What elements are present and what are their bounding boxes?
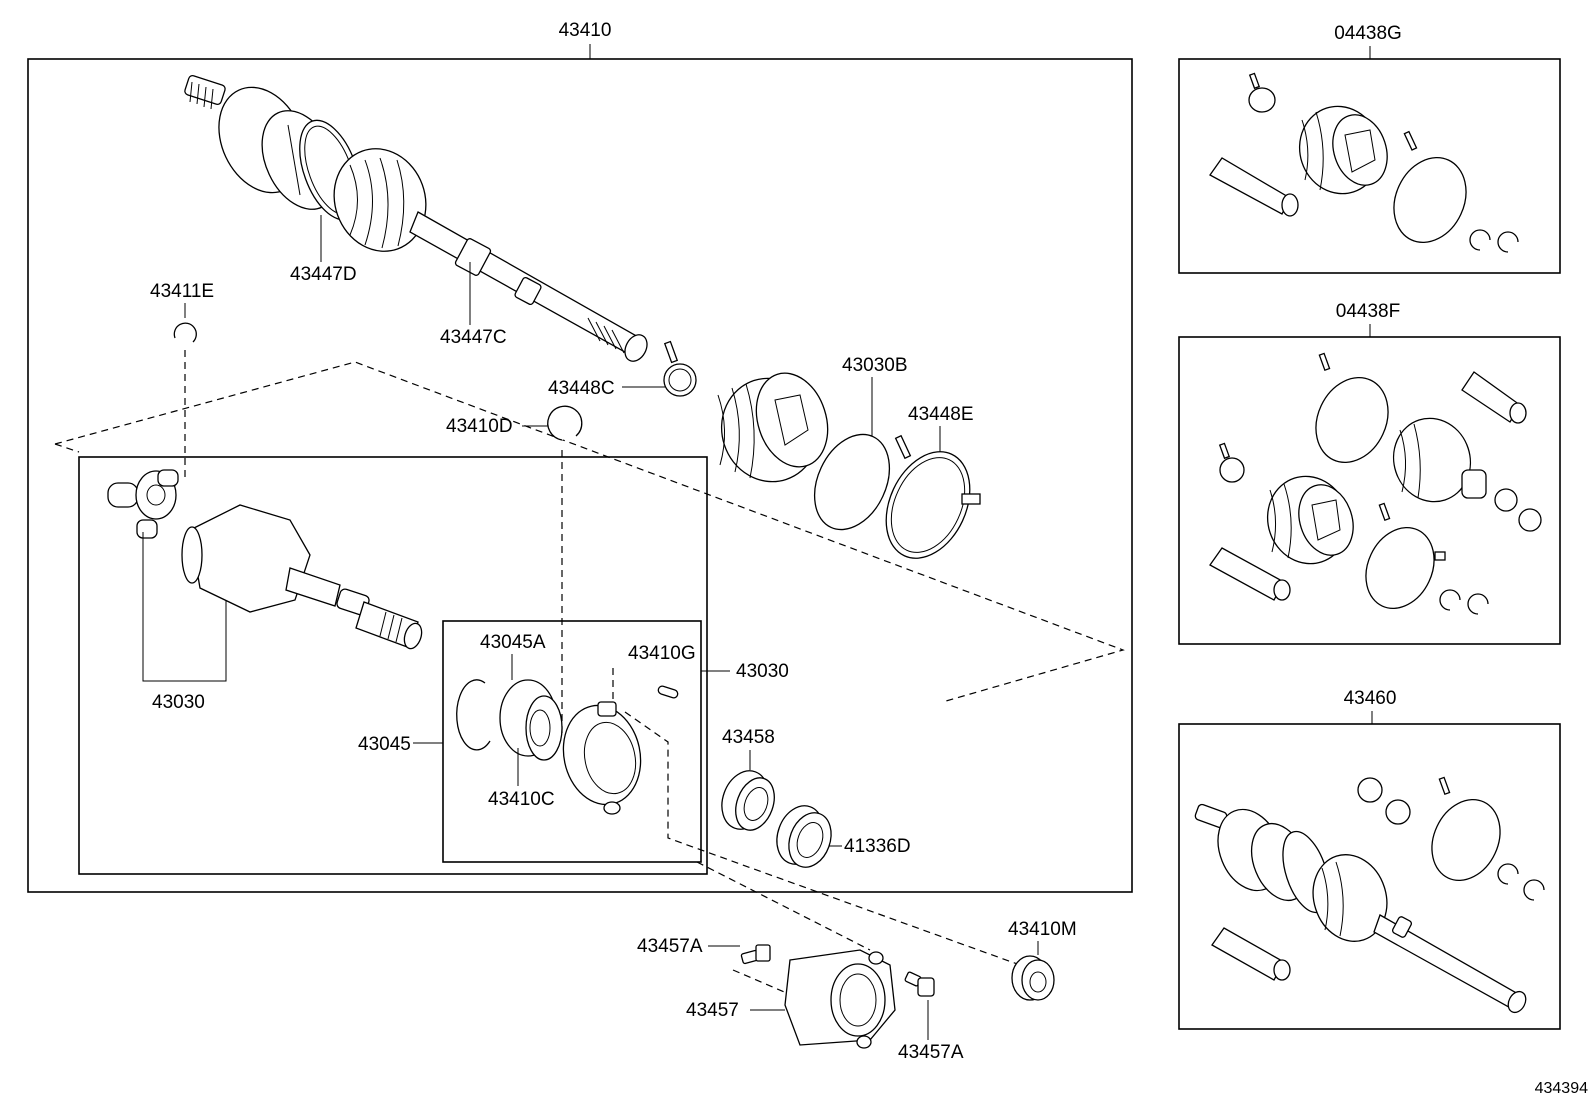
main-assembly-43410: 43410 xyxy=(27,20,1133,966)
snap-ring-43411E xyxy=(173,322,197,343)
label-43447D: 43447D xyxy=(290,264,357,285)
label-43457A-bottom: 43457A xyxy=(898,1042,964,1063)
label-41336D: 41336D xyxy=(844,836,911,857)
boot-outer xyxy=(1392,417,1487,503)
snap-ring-f xyxy=(1523,879,1545,901)
inner-joint-tripod xyxy=(107,469,179,539)
inner-boot xyxy=(717,372,829,483)
label-43030-right: 43030 xyxy=(736,661,789,682)
snap-ring-b xyxy=(1497,231,1519,253)
label-04438F: 04438F xyxy=(1336,301,1400,322)
bearing-bracket-43457 xyxy=(784,949,896,1049)
clamp-small xyxy=(1248,72,1276,113)
label-43448E: 43448E xyxy=(908,404,974,425)
bracket-parts: 43457A 43457 43457A 43410M xyxy=(637,861,1077,1063)
snap-ring-43410D xyxy=(547,405,583,441)
grease-tube-upper xyxy=(1461,371,1527,424)
label-43458: 43458 xyxy=(722,727,775,748)
label-43457A-top: 43457A xyxy=(637,936,703,957)
kit-04438G: 04438G xyxy=(1178,23,1561,274)
pin-43410G xyxy=(657,685,679,699)
bearing-bracket-43045 xyxy=(562,701,642,815)
boot-band xyxy=(1393,130,1467,244)
label-43457: 43457 xyxy=(686,1000,739,1021)
inner-joint-frame xyxy=(78,456,708,875)
bearing-43045 xyxy=(499,679,563,761)
grease-tube xyxy=(1209,157,1299,217)
inner-joint-housing xyxy=(181,504,423,650)
figure-number: 434394 xyxy=(1535,1080,1588,1097)
snap-ring-d xyxy=(1467,593,1489,615)
label-43030-left: 43030 xyxy=(152,692,205,713)
snap-ring-a xyxy=(1469,229,1491,251)
label-43410M: 43410M xyxy=(1008,919,1077,940)
snap-ring-e xyxy=(1497,863,1519,885)
label-43410C: 43410C xyxy=(488,789,555,810)
label-43447C: 43447C xyxy=(440,327,507,348)
bolt-43457A-bottom xyxy=(904,971,935,997)
drive-shaft-outer-joint xyxy=(184,75,648,362)
kit-43460-frame xyxy=(1178,723,1561,1030)
clamps-43460 xyxy=(1357,777,1411,825)
label-43030B: 43030B xyxy=(842,355,908,376)
bolt-43457A-top xyxy=(740,944,771,965)
band-43460 xyxy=(1431,776,1501,882)
seal-41336D xyxy=(776,805,832,868)
band-lower xyxy=(1365,502,1446,610)
clamp-left xyxy=(1218,442,1245,483)
label-43448C: 43448C xyxy=(548,378,615,399)
label-43411E: 43411E xyxy=(150,281,214,302)
clamp-right xyxy=(1494,488,1542,532)
bearing-43410M xyxy=(1011,955,1055,1001)
grease-tube-lower xyxy=(1209,547,1291,601)
boot-inner xyxy=(1266,475,1354,565)
grease-tube-43460 xyxy=(1211,927,1291,981)
label-43460: 43460 xyxy=(1344,688,1397,709)
seal-43458 xyxy=(721,770,775,831)
o-ring-43030B xyxy=(813,433,891,531)
clamp-43448C xyxy=(663,340,697,397)
exploded-guide-outline xyxy=(54,361,1125,702)
snap-ring-43045A xyxy=(456,679,491,751)
snap-ring-c xyxy=(1439,589,1461,611)
kit-43460: 43460 xyxy=(1178,688,1561,1030)
label-43410: 43410 xyxy=(559,20,612,41)
label-04438G: 04438G xyxy=(1334,23,1402,44)
label-43410D: 43410D xyxy=(446,416,513,437)
kit-04438F: 04438F xyxy=(1178,301,1561,645)
drive-shaft-assembly xyxy=(1194,803,1527,1014)
boot-band-43448E xyxy=(885,434,981,559)
label-43045A: 43045A xyxy=(480,632,546,653)
label-43410G: 43410G xyxy=(628,643,696,664)
main-assembly-frame xyxy=(27,58,1133,893)
band-upper xyxy=(1315,352,1389,464)
bearing-subassembly-frame xyxy=(442,620,702,863)
label-43045: 43045 xyxy=(358,734,411,755)
boot xyxy=(1298,105,1388,195)
